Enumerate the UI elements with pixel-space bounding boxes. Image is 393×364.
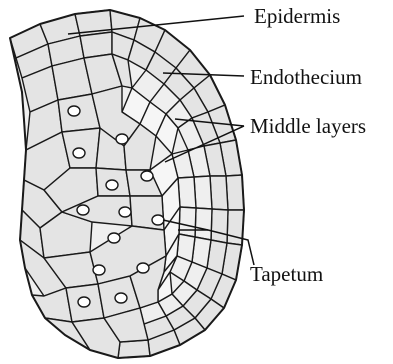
label-tapetum: Tapetum [250, 262, 323, 286]
nucleus [78, 297, 90, 307]
label-endothecium: Endothecium [250, 65, 362, 89]
nucleus [119, 207, 131, 217]
nucleus [137, 263, 149, 273]
nucleus [73, 148, 85, 158]
nucleus [106, 180, 118, 190]
nucleus [108, 233, 120, 243]
nucleus [116, 134, 128, 144]
nucleus [77, 205, 89, 215]
nucleus [152, 215, 164, 225]
tissue-section [10, 10, 244, 358]
nucleus [115, 293, 127, 303]
label-epidermis: Epidermis [254, 4, 340, 28]
label-middle-layers: Middle layers [250, 114, 366, 138]
nucleus [93, 265, 105, 275]
nucleus [141, 171, 153, 181]
nucleus [68, 106, 80, 116]
